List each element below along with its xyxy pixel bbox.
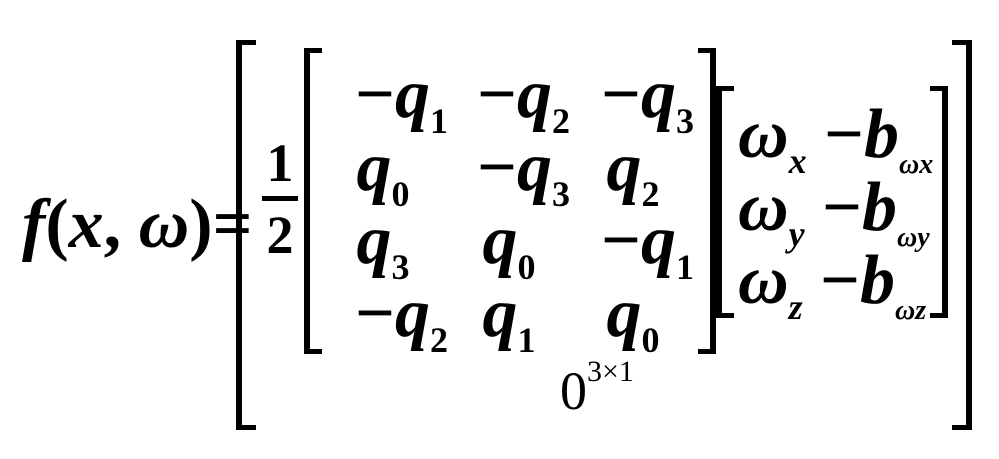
matrix-entry: q0 <box>572 279 694 349</box>
lhs-arg-x: x <box>69 186 104 263</box>
fraction-bar <box>262 196 298 201</box>
vector-left-bracket <box>716 86 734 318</box>
outer-left-bracket <box>236 40 256 430</box>
zero-superscript: 3×1 <box>587 355 634 388</box>
matrix-entry: −q3 <box>448 133 570 203</box>
lhs-open-paren: ( <box>45 186 68 263</box>
zero-block: 03×1 <box>560 364 634 418</box>
matrix-entry: q2 <box>572 133 694 203</box>
matrix-entry: q0 <box>448 206 570 276</box>
vector-entry-y: ωy −bωy <box>738 173 930 243</box>
vector-entry-z: ωz −bωz <box>738 246 926 316</box>
lhs-comma: , <box>104 186 122 263</box>
vector-entry-x: ωx −bωx <box>738 100 933 170</box>
outer-right-bracket <box>952 40 972 430</box>
matrix-entry: −q2 <box>318 279 448 349</box>
matrix-entry: −q1 <box>572 206 694 276</box>
function-name: f <box>22 186 45 263</box>
zero-base: 0 <box>560 361 587 421</box>
fraction-denominator: 2 <box>263 208 297 262</box>
matrix-entry: q0 <box>318 133 448 203</box>
matrix-entry: −q2 <box>448 60 570 130</box>
lhs-arg-omega: ω <box>139 186 190 263</box>
matrix-entry: −q1 <box>318 60 448 130</box>
matrix-entry: −q3 <box>572 60 694 130</box>
lhs-close-paren: ) <box>189 186 212 263</box>
matrix-entry: q1 <box>448 279 570 349</box>
fraction-numerator: 1 <box>263 136 297 190</box>
matrix-right-bracket <box>698 48 716 354</box>
lhs: f(x, ω)= <box>22 190 252 260</box>
matrix-entry: q3 <box>318 206 448 276</box>
